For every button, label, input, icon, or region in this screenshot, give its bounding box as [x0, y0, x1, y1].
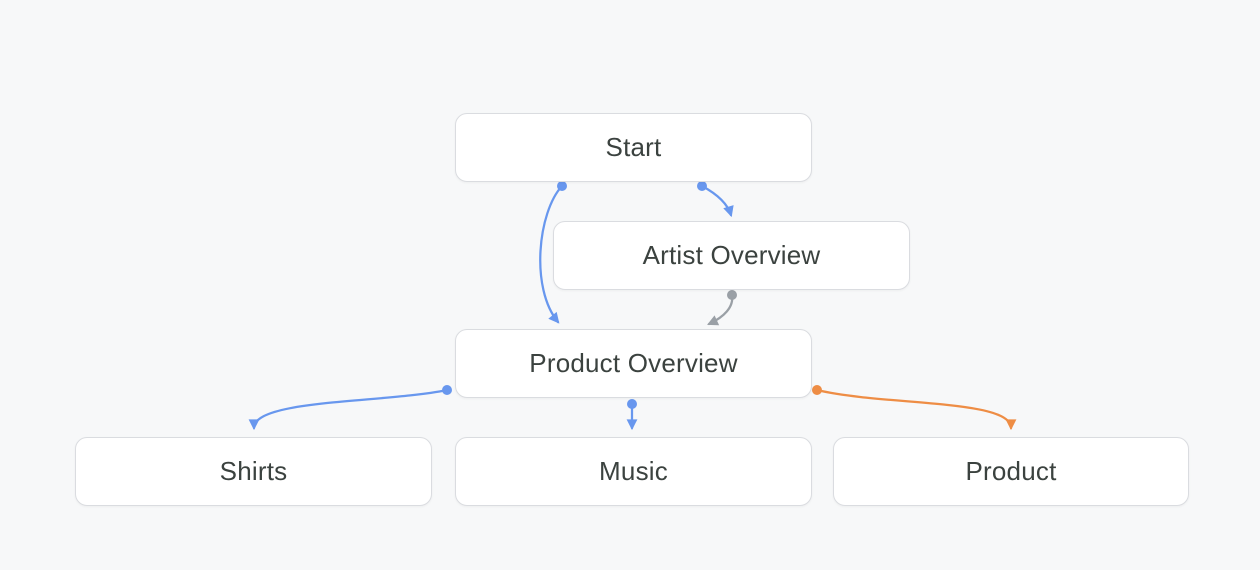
node-shirts[interactable]: Shirts	[75, 437, 432, 506]
edge-source-dot	[442, 385, 452, 395]
node-product-overview[interactable]: Product Overview	[455, 329, 812, 398]
edge-source-dot	[557, 181, 567, 191]
edge-start-to-artist-overview[interactable]	[697, 181, 734, 218]
edge-product-overview-to-product[interactable]	[812, 385, 1017, 431]
node-music[interactable]: Music	[455, 437, 812, 506]
edge-product-overview-to-shirts[interactable]	[248, 385, 452, 431]
node-start-label: Start	[605, 132, 662, 162]
edge-artist-overview-to-product-overview[interactable]	[707, 290, 737, 326]
node-product-label: Product	[965, 456, 1057, 486]
edge-source-dot	[727, 290, 737, 300]
node-artist-overview-label: Artist Overview	[642, 240, 821, 270]
node-start[interactable]: Start	[455, 113, 812, 182]
node-product-overview-label: Product Overview	[529, 348, 738, 378]
node-music-label: Music	[599, 456, 668, 486]
edge-source-dot	[697, 181, 707, 191]
node-product[interactable]: Product	[833, 437, 1189, 506]
edge-source-dot	[627, 399, 637, 409]
edge-start-to-product-overview[interactable]	[539, 181, 567, 324]
node-shirts-label: Shirts	[219, 456, 288, 486]
edge-source-dot	[812, 385, 822, 395]
edge-product-overview-to-music[interactable]	[626, 399, 638, 431]
node-artist-overview[interactable]: Artist Overview	[553, 221, 910, 290]
